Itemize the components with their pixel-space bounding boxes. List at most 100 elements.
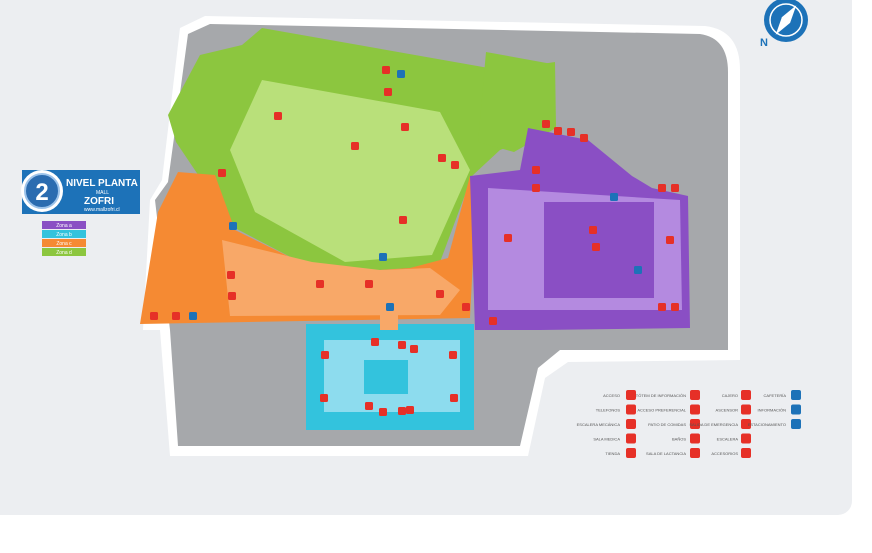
legend-label: ESCALERA xyxy=(717,437,739,442)
legend-label: CAJERO xyxy=(722,393,738,398)
legend-item: SALIDA DE EMERGENCIA xyxy=(689,419,751,429)
phone-icon xyxy=(626,404,636,415)
brand-name: ZOFRI xyxy=(84,196,114,207)
parking-icon xyxy=(791,419,801,429)
legend-item: ESTACIONAMIENTO xyxy=(748,419,801,429)
map-marker-icon xyxy=(382,66,390,74)
map-marker-icon xyxy=(438,154,446,162)
map-marker-icon xyxy=(580,134,588,142)
legend-label: TÓTEM DE INFORMACIÓN xyxy=(636,393,686,398)
legend-label: SALA DE LACTANCIA xyxy=(646,451,686,456)
map-marker-icon xyxy=(189,312,197,320)
map-marker-icon xyxy=(449,351,457,359)
map-marker-icon xyxy=(316,280,324,288)
medical-icon xyxy=(626,433,636,444)
legend-item: ESCALERA xyxy=(717,433,751,444)
legend-label: ESTACIONAMIENTO xyxy=(748,422,786,427)
map-marker-icon xyxy=(384,88,392,96)
level-title: NIVEL PLANTA xyxy=(66,178,138,189)
map-marker-icon xyxy=(658,184,666,192)
coffee-icon xyxy=(791,390,801,400)
info-totem-icon xyxy=(690,390,700,400)
zone-label: Zona d xyxy=(56,250,72,256)
legend-item: ACCESO xyxy=(603,390,636,400)
information-icon xyxy=(791,404,801,415)
nursing-icon xyxy=(690,448,700,458)
map-marker-icon xyxy=(371,338,379,346)
map-marker-icon xyxy=(462,303,470,311)
restroom-icon xyxy=(690,433,700,444)
level-title-badge: 2 NIVEL PLANTA MALL ZOFRI www.mallzofri.… xyxy=(21,170,140,214)
map-marker-icon xyxy=(451,161,459,169)
map-marker-icon xyxy=(321,351,329,359)
map-marker-icon xyxy=(379,253,387,261)
brand-url: www.mallzofri.cl xyxy=(84,207,120,213)
map-marker-icon xyxy=(379,408,387,416)
escalator-icon xyxy=(626,419,636,429)
link-corridor xyxy=(380,296,398,330)
accessories-icon xyxy=(741,448,751,458)
map-marker-icon xyxy=(410,345,418,353)
legend-label: ACCESORIOS xyxy=(711,451,738,456)
map-marker-icon xyxy=(504,234,512,242)
map-marker-icon xyxy=(666,236,674,244)
map-marker-icon xyxy=(489,317,497,325)
map-marker-icon xyxy=(227,271,235,279)
elevator-icon xyxy=(741,404,751,415)
zone-legend: Zona a Zona b Zona c Zona d xyxy=(42,221,86,256)
legend-label: SALIDA DE EMERGENCIA xyxy=(689,422,738,427)
zone-label: Zona b xyxy=(56,232,72,238)
zone-swatch xyxy=(42,248,86,256)
map-marker-icon xyxy=(386,303,394,311)
legend-item: PATIO DE COMIDAS xyxy=(648,419,700,429)
legend-item: ACCESO PREFERENCIAL xyxy=(637,404,700,415)
map-marker-icon xyxy=(397,70,405,78)
zone-legend-item: Zona b xyxy=(42,230,86,238)
legend-item: TIENDA xyxy=(605,448,636,458)
legend-label: SALA MEDICA xyxy=(593,437,620,442)
floor-plan-map: N 2 NIVEL PLANTA MALL ZOFRI www.mallzofr… xyxy=(21,0,808,458)
map-frame: N 2 NIVEL PLANTA MALL ZOFRI www.mallzofr… xyxy=(0,0,852,515)
legend-label: INFORMACIÓN xyxy=(758,408,787,413)
map-marker-icon xyxy=(365,280,373,288)
zone-c-plaza xyxy=(222,240,460,316)
zone-legend-item: Zona c xyxy=(42,239,86,247)
legend-item: TÓTEM DE INFORMACIÓN xyxy=(636,390,700,400)
compass: N xyxy=(760,0,808,49)
map-marker-icon xyxy=(554,127,562,135)
zone-label: Zona c xyxy=(56,241,72,247)
symbol-legend: ACCESO TELEFONOS ESCALERA MECÁNICA SALA MED… xyxy=(577,390,801,458)
map-marker-icon xyxy=(406,406,414,414)
map-marker-icon xyxy=(172,312,180,320)
map-marker-icon xyxy=(399,216,407,224)
triangle-icon xyxy=(626,390,636,400)
legend-label: ESCALERA MECÁNICA xyxy=(577,422,621,427)
map-marker-icon xyxy=(398,407,406,415)
map-marker-icon xyxy=(436,290,444,298)
legend-label: ACCESO PREFERENCIAL xyxy=(637,408,686,413)
legend-label: PATIO DE COMIDAS xyxy=(648,422,686,427)
legend-item: SALA DE LACTANCIA xyxy=(646,448,700,458)
atm-icon xyxy=(741,390,751,400)
zone-d-annex xyxy=(478,52,556,152)
map-marker-icon xyxy=(610,193,618,201)
zone-swatch xyxy=(42,239,86,247)
legend-item: TELEFONOS xyxy=(596,404,636,415)
zone-label: Zona a xyxy=(56,223,72,229)
map-marker-icon xyxy=(567,128,575,136)
map-marker-icon xyxy=(532,166,540,174)
brand-small: MALL xyxy=(96,190,109,196)
legend-label: ACCESO xyxy=(603,393,620,398)
zone-d-corridor xyxy=(230,80,470,262)
legend-item: INFORMACIÓN xyxy=(758,404,801,415)
compass-letter: N xyxy=(760,37,768,49)
map-marker-icon xyxy=(351,142,359,150)
level-number: 2 xyxy=(35,179,48,206)
map-marker-icon xyxy=(150,312,158,320)
legend-item: ACCESORIOS xyxy=(711,448,751,458)
zone-legend-item: Zona d xyxy=(42,248,86,256)
map-marker-icon xyxy=(450,394,458,402)
map-marker-icon xyxy=(320,394,328,402)
map-marker-icon xyxy=(398,341,406,349)
legend-item: BAÑOS xyxy=(672,433,700,444)
